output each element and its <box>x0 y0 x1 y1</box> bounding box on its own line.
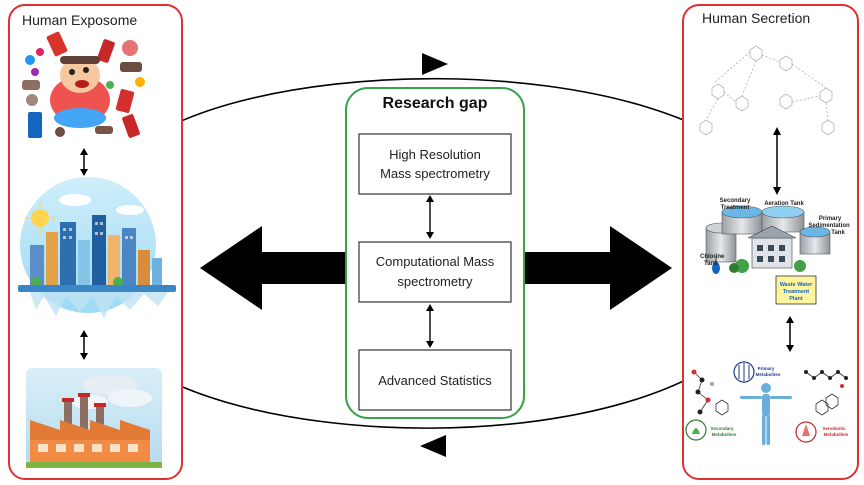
hrms-line2: Mass spectrometry <box>380 166 490 181</box>
research-gap-panel: Research gap High Resolution Mass spectr… <box>345 87 525 419</box>
label-xenobiotic-metabolites-1: Xenobiotic <box>822 426 845 431</box>
city-illustration <box>18 177 176 318</box>
human-secretion-title: Human Secretion <box>702 10 810 26</box>
cycle-arrow-top <box>422 53 448 75</box>
label-aeration-tank: Aeration Tank <box>764 201 804 207</box>
wastewater-plant-illustration: Waste Water Treatment Plant Secondary Tr… <box>700 198 850 305</box>
label-secondary: Secondary <box>720 198 751 204</box>
arrow-cms-stats <box>426 304 434 348</box>
hrms-line1: High Resolution <box>389 147 481 162</box>
cycle-arrow-bottom <box>420 435 446 457</box>
human-secretion-panel: Human Secretion <box>682 4 859 480</box>
label-primary: Primary <box>819 216 842 222</box>
cms-box: Computational Mass spectrometry <box>358 241 512 303</box>
label-tank: Tank <box>831 230 845 236</box>
cms-line1: Computational Mass <box>376 254 495 269</box>
arrow-pathway-wwtp <box>773 127 781 195</box>
label-secondary-metabolites-1: Secondary <box>710 426 734 431</box>
wwtp-sign-line2: Treatment <box>783 289 809 295</box>
wwtp-sign-line1: Waste Water <box>780 282 813 288</box>
metabolic-pathway-sketch <box>699 45 835 136</box>
arrow-wwtp-metabolites <box>786 316 794 352</box>
cms-line2: spectrometry <box>397 274 473 289</box>
label-sedimentation: Sedimentation <box>808 223 850 229</box>
label-primary-metabolites-1: Primary <box>758 366 775 371</box>
research-gap-title: Research gap <box>383 95 488 112</box>
human-exposome-title: Human Exposome <box>22 12 137 28</box>
label-chlorine: Chlorine <box>700 254 725 260</box>
factory-illustration <box>26 368 162 468</box>
arrow-city-factory <box>80 330 88 360</box>
hrms-box: High Resolution Mass spectrometry <box>358 133 512 195</box>
label-chlorine-tank: Tank <box>704 261 718 267</box>
stats-label: Advanced Statistics <box>378 373 492 388</box>
metabolites-illustration: Primary Metabolites <box>685 361 849 445</box>
junk-food-illustration <box>22 31 145 138</box>
label-primary-metabolites-2: Metabolites <box>756 372 781 377</box>
label-xenobiotic-metabolites-2: Metabolites <box>824 432 849 437</box>
human-exposome-panel: Human Exposome <box>8 4 183 480</box>
label-secondary-metabolites-2: Metabolites <box>712 432 737 437</box>
arrow-food-city <box>80 148 88 176</box>
label-treatment: Treatment <box>721 205 750 211</box>
arrow-hrms-cms <box>426 195 434 239</box>
stats-box: Advanced Statistics <box>358 349 512 411</box>
wwtp-sign-line3: Plant <box>789 296 803 302</box>
